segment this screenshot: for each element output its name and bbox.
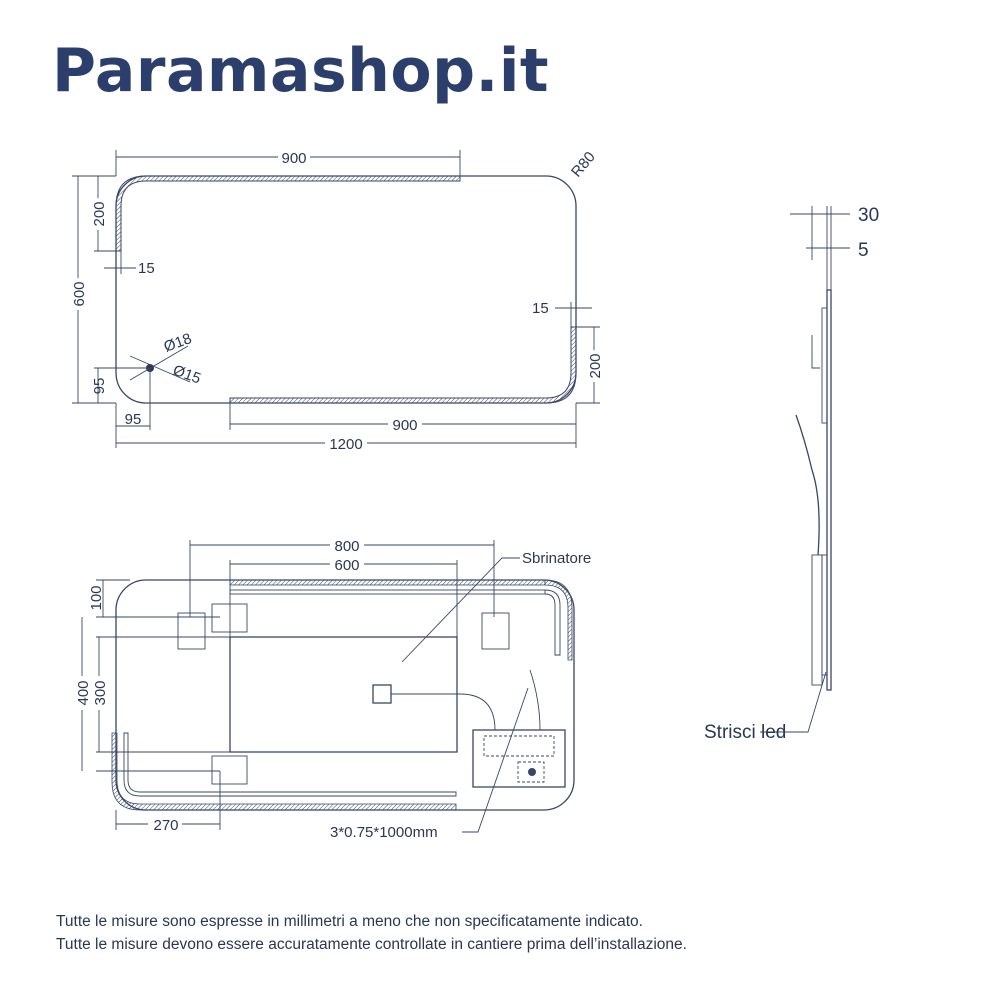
dim-strip-height-left: 200	[91, 201, 108, 226]
dim-strip-thickness-left: 15	[138, 260, 155, 277]
led-strip-top	[115, 175, 461, 252]
dim-total-width: 1200	[329, 436, 362, 453]
dim-glass: 5	[858, 240, 869, 261]
dim-strip-height-right: 200	[587, 353, 604, 378]
dim-bottom-width: 900	[392, 417, 417, 434]
dim-bracket-vertical: 400	[75, 680, 92, 705]
dim-hole-y: 95	[91, 378, 108, 395]
label-defogger: Sbrinatore	[522, 550, 591, 567]
dim-hole-inner: Ø15	[171, 362, 203, 388]
defogger-pad	[229, 636, 458, 753]
led-strip-side	[821, 307, 828, 424]
switch	[372, 684, 392, 704]
brand-logo: Paramashop.it	[52, 36, 550, 106]
dim-hole-outer: Ø18	[162, 330, 194, 356]
dim-defogger-width: 600	[334, 557, 359, 574]
cable	[795, 414, 820, 556]
back-view: 100 400 300 800 600 270 Sbrinatore 3*0.7…	[74, 536, 591, 841]
dim-defogger-height: 300	[92, 680, 109, 705]
dim-depth: 30	[858, 205, 879, 226]
label-led-strip: Strisci led	[704, 722, 786, 743]
dim-hole-x: 95	[125, 411, 142, 428]
dim-radius: R80	[568, 149, 599, 181]
transformer-box	[472, 729, 566, 788]
notes: Tutte le misure sono espresse in millime…	[56, 910, 687, 956]
led-strip-bottom	[229, 326, 577, 404]
side-view: 30 5 Strisci led	[704, 205, 879, 743]
bracket-icons	[177, 603, 510, 785]
mirror-back-outline	[115, 579, 575, 811]
dim-bracket-span: 800	[334, 538, 359, 555]
note-line: Tutte le misure sono espresse in millime…	[56, 913, 643, 930]
dim-top-width: 900	[281, 150, 306, 167]
dim-total-height: 600	[71, 281, 88, 306]
label-cable: 3*0.75*1000mm	[330, 824, 438, 841]
note-line: Tutte le misure devono essere accuratame…	[56, 936, 687, 953]
dim-strip-thickness-right: 15	[532, 300, 549, 317]
front-view: 900 R80 600 200 15 15 200 Ø18 Ø15 95 95 …	[70, 148, 604, 453]
dim-bracket-left: 270	[153, 817, 178, 834]
dim-bracket-top: 100	[88, 585, 105, 610]
